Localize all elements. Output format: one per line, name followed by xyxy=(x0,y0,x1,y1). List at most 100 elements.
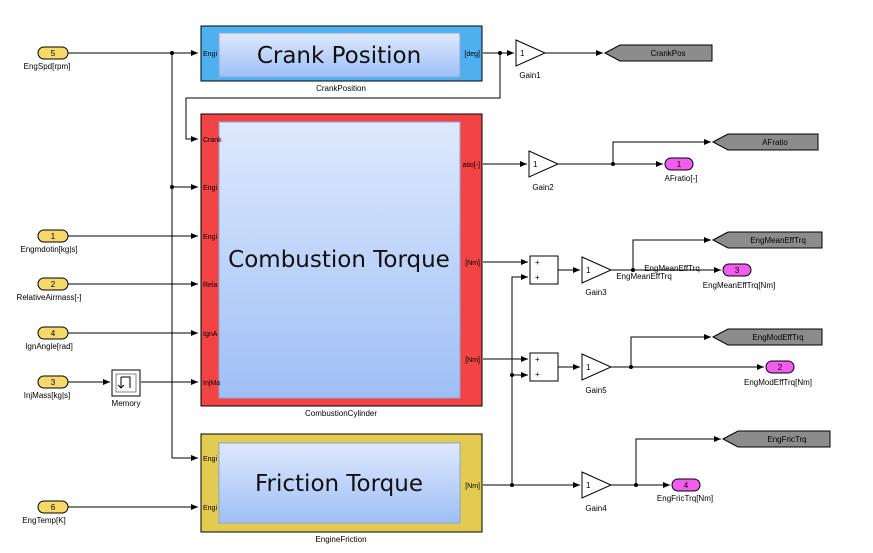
inport-shape xyxy=(37,229,69,243)
inport-shape xyxy=(37,277,69,291)
inport-engspd[interactable]: 5 EngSpd[rpm] xyxy=(24,46,71,71)
inport-shape xyxy=(37,375,69,389)
goto-label: EngModEffTrq xyxy=(752,333,803,342)
sum-sign: + xyxy=(535,370,540,379)
inport-number: 1 xyxy=(51,232,56,241)
memory-block[interactable]: Memory xyxy=(111,369,141,408)
inport-label: Engmdotin[kg|s] xyxy=(20,245,77,254)
engine-friction-subsystem[interactable]: Friction Torque Engi Engi [Nm] EngineFri… xyxy=(200,433,483,544)
combustion-out1-label: atio[-] xyxy=(462,162,480,169)
inport-relativeairmass[interactable]: 2 RelativeAirmass[-] xyxy=(17,277,82,302)
gain1-block[interactable]: 1 Gain1 xyxy=(515,39,547,80)
outport-afratio[interactable]: 1 AFratio[-] xyxy=(664,157,698,183)
inport-label: InjMass[kg|s] xyxy=(24,391,71,400)
gain4-block[interactable]: 1 Gain4 xyxy=(581,471,613,513)
gain-value: 1 xyxy=(586,363,591,372)
sum-block-mod[interactable]: + + xyxy=(529,352,559,382)
gain-value: 1 xyxy=(586,481,591,490)
goto-afratio[interactable]: AFratio xyxy=(711,133,819,151)
crank-title: Crank Position xyxy=(257,43,421,69)
combustion-in2-label: Engi xyxy=(203,185,217,192)
combustion-block-name: CombustionCylinder xyxy=(305,409,377,418)
sum-block-mean[interactable]: + + xyxy=(529,255,559,285)
crank-position-subsystem[interactable]: Crank Position Engi [deg] CrankPosition xyxy=(200,25,483,93)
goto-shape xyxy=(711,231,823,249)
gain-triangle xyxy=(581,471,613,499)
inport-label: EngTemp[K] xyxy=(22,516,66,525)
sum-sign: + xyxy=(535,258,540,267)
combustion-in6-label: InjMa xyxy=(203,380,220,387)
sum-sign: + xyxy=(535,273,540,282)
signal-lines xyxy=(68,50,764,510)
friction-title: Friction Torque xyxy=(255,471,423,497)
memory-icon xyxy=(117,376,131,389)
inport-number: 4 xyxy=(51,329,56,338)
inport-shape xyxy=(37,500,69,514)
inport-shape xyxy=(37,326,69,340)
inport-number: 5 xyxy=(51,49,56,58)
combustion-in4-label: Rela xyxy=(203,282,218,289)
gain-label: Gain2 xyxy=(532,183,554,192)
crank-in-port-label: Engi xyxy=(203,51,217,58)
outport-shape xyxy=(664,157,694,171)
inport-number: 2 xyxy=(51,280,56,289)
outport-engfrictrq[interactable]: 4 EngFricTrq[Nm] xyxy=(657,478,713,503)
combustion-in5-label: IgnA xyxy=(203,331,218,338)
goto-shape xyxy=(603,44,713,62)
outport-label: EngModEffTrq[Nm] xyxy=(744,378,812,387)
outport-engmodefftrq[interactable]: 2 EngModEffTrq[Nm] xyxy=(744,360,812,387)
combustion-out2-label: [Nm] xyxy=(465,260,480,267)
memory-label: Memory xyxy=(112,399,141,408)
gain-triangle xyxy=(528,150,560,178)
gain2-block[interactable]: 1 Gain2 xyxy=(528,150,560,192)
gain-label: Gain5 xyxy=(585,386,607,395)
signal-label: EngMeanEffTrq xyxy=(616,272,672,281)
sum-sign: + xyxy=(535,355,540,364)
goto-crankpos[interactable]: CrankPos xyxy=(603,44,713,62)
sum-shape xyxy=(529,255,559,285)
gain5-block[interactable]: 1 Gain5 xyxy=(581,353,613,395)
inport-ignangle[interactable]: 4 IgnAngle[rad] xyxy=(25,326,73,351)
gain3-block[interactable]: 1 Gain3 xyxy=(581,256,613,297)
gain-value: 1 xyxy=(520,49,525,58)
inport-injmass[interactable]: 3 InjMass[kg|s] xyxy=(24,375,71,400)
outport-number: 1 xyxy=(677,160,682,169)
inport-shape xyxy=(37,46,69,60)
inport-label: EngSpd[rpm] xyxy=(24,62,71,71)
goto-engfrictrq[interactable]: EngFricTrq xyxy=(721,430,831,448)
outport-label: AFratio[-] xyxy=(665,174,698,183)
goto-engmodefftrq[interactable]: EngModEffTrq xyxy=(711,328,823,346)
combustion-cylinder-subsystem[interactable]: Combustion Torque Crank Engi Engi Rela I… xyxy=(200,113,483,418)
gain-triangle xyxy=(515,39,547,67)
gain-label: Gain3 xyxy=(585,288,607,297)
goto-label: AFratio xyxy=(762,138,788,147)
gain-triangle xyxy=(581,256,613,284)
branch-points xyxy=(170,51,638,487)
friction-inner-box xyxy=(218,442,461,524)
combustion-inner-box xyxy=(218,121,461,399)
goto-engmeanefftrq[interactable]: EngMeanEffTrq xyxy=(711,231,823,249)
goto-shape xyxy=(721,430,831,448)
combustion-out3-label: [Nm] xyxy=(465,357,480,364)
outport-label: EngFricTrq[Nm] xyxy=(657,494,713,503)
friction-in2-label: Engi xyxy=(203,505,217,512)
outport-shape xyxy=(765,360,795,374)
gain-value: 1 xyxy=(533,160,538,169)
outport-number: 3 xyxy=(735,266,740,275)
combustion-title: Combustion Torque xyxy=(228,247,450,273)
crank-out-port-label: [deg] xyxy=(464,51,480,58)
outport-label: EngMeanEffTrq[Nm] xyxy=(703,281,775,290)
friction-in1-label: Engi xyxy=(203,456,217,463)
gain-label: Gain4 xyxy=(585,504,607,513)
crank-block-name: CrankPosition xyxy=(316,84,366,93)
goto-shape xyxy=(711,133,819,151)
inport-number: 3 xyxy=(51,378,56,387)
outport-engmeanefftrq[interactable]: 3 EngMeanEffTrq[Nm] xyxy=(703,263,775,290)
combustion-in3-label: Engi xyxy=(203,234,217,241)
inport-label: IgnAngle[rad] xyxy=(25,342,73,351)
inport-engmdotin[interactable]: 1 Engmdotin[kg|s] xyxy=(20,229,78,254)
goto-label: EngMeanEffTrq xyxy=(750,236,806,245)
gain-label: Gain1 xyxy=(519,71,541,80)
inport-engtemp[interactable]: 6 EngTemp[K] xyxy=(22,500,69,525)
